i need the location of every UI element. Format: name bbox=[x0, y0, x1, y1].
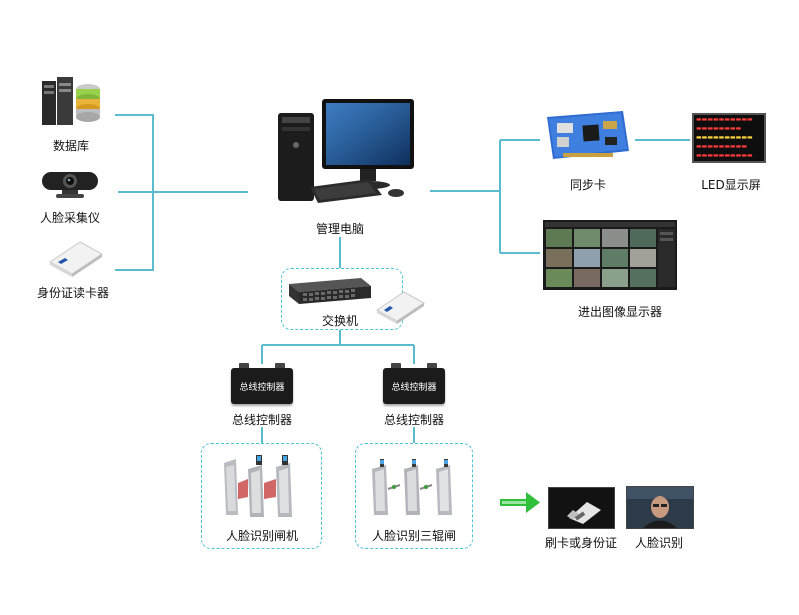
flap-gate-icon bbox=[218, 453, 308, 519]
face-recognition-photo bbox=[626, 486, 694, 529]
bus-controller-left-label: 总线控制器 bbox=[231, 413, 292, 427]
led-screen-label: LED显示屏 bbox=[701, 178, 761, 192]
computer-icon bbox=[270, 95, 420, 207]
card-or-id-label: 刷卡或身份证 bbox=[544, 536, 617, 550]
switch-to-controllers-line bbox=[261, 330, 415, 364]
face-capture-label: 人脸采集仪 bbox=[39, 211, 100, 225]
switch-label: 交换机 bbox=[321, 314, 358, 328]
bus-controller-right-label: 总线控制器 bbox=[383, 413, 444, 427]
database-icon bbox=[40, 75, 102, 127]
switch-icon bbox=[287, 276, 373, 306]
bus-controller-right-device: 总线控制器 bbox=[383, 363, 445, 404]
led-screen-display: ▬▬▬▬▬▬▬▬▬▬ ▬▬▬▬▬▬▬▬ ▬▬▬▬▬▬▬▬▬▬ ▬▬▬▬▬▬▬▬▬… bbox=[692, 113, 766, 163]
face-recognition-label: 人脸识别 bbox=[634, 536, 683, 550]
gate-left-label: 人脸识别闸机 bbox=[225, 529, 298, 543]
sync-card-label: 同步卡 bbox=[569, 178, 606, 192]
gate-right-group bbox=[355, 443, 473, 549]
card-reader-icon bbox=[46, 240, 104, 278]
pc-label: 管理电脑 bbox=[315, 222, 364, 236]
image-display-label: 进出图像显示器 bbox=[577, 305, 662, 319]
image-display-icon bbox=[543, 220, 677, 290]
green-arrow bbox=[500, 492, 540, 513]
gate-right-label: 人脸识别三辊闸 bbox=[371, 529, 456, 543]
webcam-icon bbox=[38, 168, 102, 200]
controllers-to-gates-line bbox=[261, 427, 415, 443]
bus-controller-left-device: 总线控制器 bbox=[231, 363, 293, 404]
sync-card-icon bbox=[543, 107, 633, 163]
database-label: 数据库 bbox=[52, 139, 89, 153]
card-reader-small-icon bbox=[374, 290, 426, 326]
id-reader-label: 身份证读卡器 bbox=[36, 286, 109, 300]
gate-left-group bbox=[201, 443, 322, 549]
tripod-gate-icon bbox=[366, 455, 462, 517]
card-swipe-photo bbox=[548, 487, 615, 529]
